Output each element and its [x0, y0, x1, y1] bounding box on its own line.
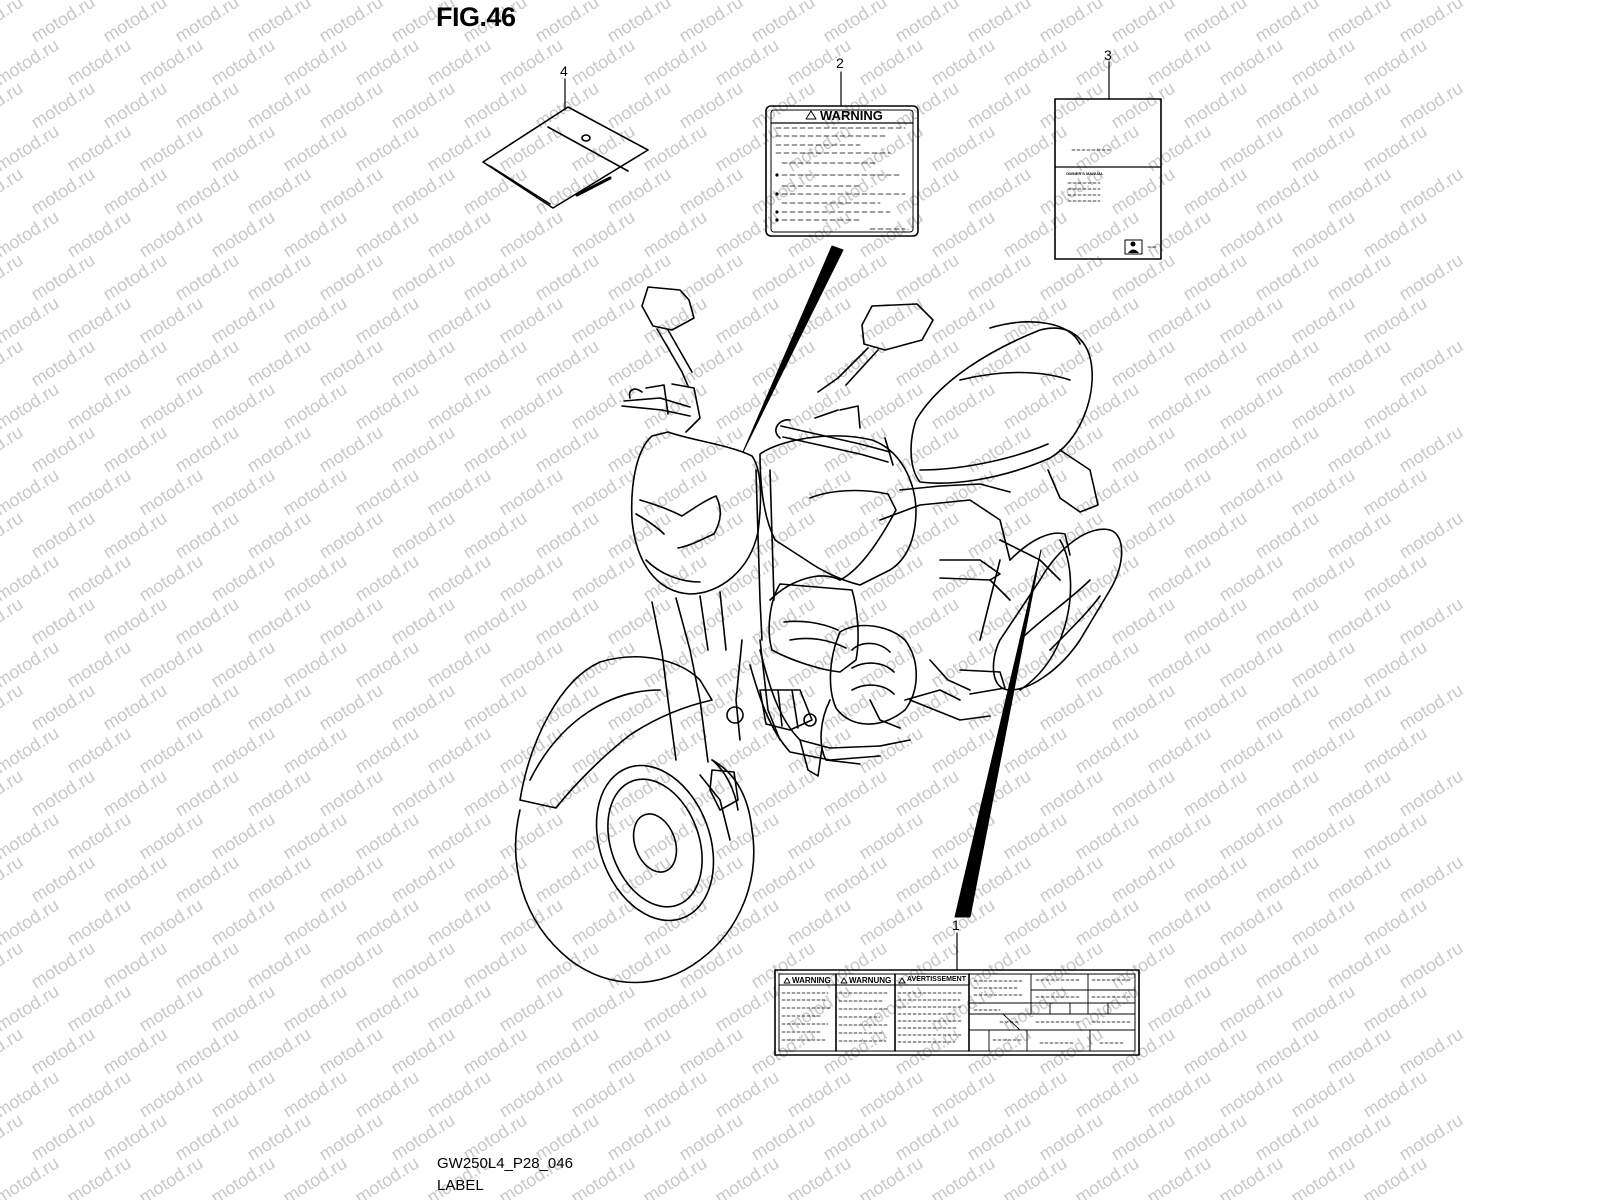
- callout-part-3[interactable]: 3: [1104, 47, 1112, 63]
- callout-part-2[interactable]: 2: [836, 55, 844, 71]
- callout-part-4[interactable]: 4: [560, 63, 568, 79]
- diagram-caption: LABEL: [437, 1177, 484, 1194]
- label-heading-warning: WARNING: [792, 976, 831, 985]
- hole-icon: [581, 134, 591, 142]
- diagram-code: GW250L4_P28_046: [437, 1155, 573, 1172]
- leader-part-2: [742, 245, 844, 453]
- warning-label-heading: WARNING: [820, 108, 883, 123]
- leader-part-1: [954, 549, 1042, 918]
- label-heading-avertissement: AVERTISSEMENT: [907, 976, 966, 983]
- reader-icon: [1124, 239, 1143, 255]
- part-2-warning-label[interactable]: [765, 71, 919, 237]
- owners-manual-heading: OWNER'S MANUAL: [1066, 171, 1104, 176]
- label-heading-warnung: WARNUNG: [849, 976, 892, 985]
- part-4-document[interactable]: [482, 78, 649, 209]
- callout-part-1[interactable]: 1: [952, 917, 960, 933]
- part-3-owners-manual[interactable]: [1054, 61, 1162, 260]
- warning-triangle-icon: [805, 110, 817, 120]
- part-1-multi-language-label[interactable]: [774, 932, 1140, 1056]
- figure-title: FIG.46: [436, 2, 516, 32]
- motorcycle-illustration: [514, 286, 1123, 984]
